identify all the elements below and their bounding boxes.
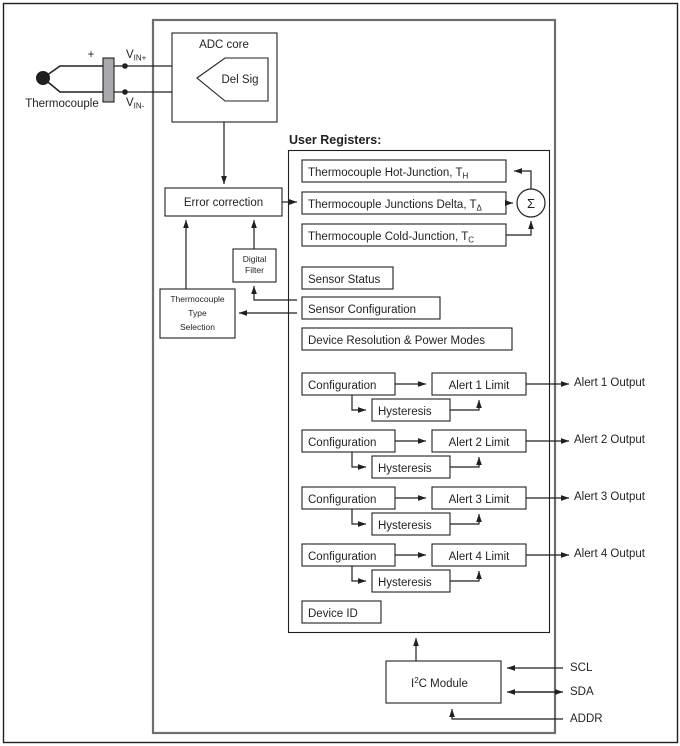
alert-4-hysteresis-to-limit-wire (450, 570, 482, 582)
alert-1-hysteresis-label: Hysteresis (378, 406, 432, 418)
alert-row-3: Configuration Alert 3 Limit Hysteresis A… (301, 486, 646, 536)
error-correction-box (164, 187, 283, 217)
device-boundary (151, 18, 557, 735)
device-id-label: Device ID (308, 608, 358, 620)
alert-2-hysteresis-label: Hysteresis (378, 463, 432, 475)
alert-1-config-to-hysteresis-wire (351, 395, 367, 413)
alert-3-configuration-label: Configuration (308, 494, 376, 506)
vin-minus-node-dot (122, 89, 128, 95)
alert-1-limit-label: Alert 1 Limit (449, 380, 511, 392)
alert-4-limit-label: Alert 4 Limit (449, 551, 511, 563)
control-registers-group: Sensor Status Sensor Configuration Devic… (301, 266, 513, 351)
alert-2-output-label: Alert 2 Output (574, 434, 646, 446)
alert-4-hysteresis-label: Hysteresis (378, 577, 432, 589)
register-device-resolution-box[interactable] (301, 327, 513, 351)
digital-filter-box (232, 248, 277, 283)
register-sensor-configuration-label: Sensor Configuration (308, 304, 416, 316)
device-id-group: Device ID (301, 600, 382, 624)
vin-plus-node-dot (122, 63, 128, 69)
thermocouple-type-selection-group: Thermocouple Type Selection (159, 219, 297, 339)
alert-row-2: Configuration Alert 2 Limit Hysteresis A… (301, 429, 646, 479)
alert-row-1: Configuration Alert 1 Limit Hysteresis A… (301, 372, 646, 422)
thermocouple-label: Thermocouple (25, 98, 99, 110)
thermocouple-negative-wire (42, 77, 104, 93)
digital-filter-label-line1: Digital (243, 254, 267, 264)
user-registers-heading: User Registers: (289, 133, 381, 147)
register-hot-junction-label: Thermocouple Hot-Junction, TH (308, 167, 468, 181)
sum-to-hot-junction-wire (513, 168, 532, 189)
alert-3-limit-label: Alert 3 Limit (449, 494, 511, 506)
delta-sigma-shape (196, 57, 269, 102)
alert-row-4: Configuration Alert 4 Limit Hysteresis A… (301, 543, 646, 593)
register-hot-junction-box[interactable] (301, 159, 507, 183)
i2c-module-label: I2C Module (411, 676, 468, 690)
temperature-registers-group: Thermocouple Hot-Junction, TH Thermocoup… (301, 159, 546, 247)
alert-3-hysteresis-label: Hysteresis (378, 520, 432, 532)
error-correction-label: Error correction (184, 197, 263, 209)
device-id-box[interactable] (301, 600, 382, 624)
alert-4-config-to-hysteresis-wire (351, 566, 367, 584)
register-device-resolution-label: Device Resolution & Power Modes (308, 335, 485, 347)
alert-2-limit-label: Alert 2 Limit (449, 437, 511, 449)
adc-core-title: ADC core (199, 39, 249, 51)
alert-1-output-label: Alert 1 Output (574, 377, 646, 389)
addr-pin-label: ADDR (570, 713, 603, 725)
user-registers-container (287, 149, 551, 634)
tc-type-label-line2: Type (188, 308, 207, 318)
digital-filter-group: Digital Filter (232, 219, 297, 301)
addr-wire (449, 708, 563, 720)
alert-3-hysteresis-to-limit-wire (450, 513, 482, 525)
error-correction-group: Error correction (164, 187, 298, 217)
sda-pin-label: SDA (570, 686, 594, 698)
polarity-plus-label: + (88, 49, 95, 61)
register-junctions-delta-label: Thermocouple Junctions Delta, TΔ (308, 199, 483, 213)
register-cold-junction-label: Thermocouple Cold-Junction, TC (308, 231, 474, 245)
alert-1-hysteresis-to-limit-wire (450, 399, 482, 411)
i2c-module-box[interactable] (385, 660, 502, 704)
alert-2-config-to-hysteresis-wire (351, 452, 367, 470)
connector-block (102, 57, 115, 103)
scl-pin-label: SCL (570, 662, 593, 674)
summing-node-symbol: Σ (527, 196, 535, 211)
tc-type-label-line1: Thermocouple (170, 294, 225, 304)
vin-plus-label: VIN+ (126, 49, 147, 63)
sensor-config-to-digital-filter-wire (251, 285, 297, 301)
cold-junction-to-sum-wire (506, 220, 534, 236)
adc-core-group: ADC core Del Sig (171, 32, 278, 185)
register-sensor-status-label: Sensor Status (308, 274, 380, 286)
alert-3-output-label: Alert 3 Output (574, 491, 646, 503)
register-sensor-configuration-box[interactable] (301, 296, 441, 320)
thermocouple-type-selection-box (159, 288, 236, 339)
delta-sigma-label: Del Sig (221, 74, 258, 86)
alert-2-configuration-label: Configuration (308, 437, 376, 449)
tc-type-label-line3: Selection (180, 322, 215, 332)
thermocouple-positive-wire (42, 65, 104, 79)
alert-4-configuration-label: Configuration (308, 551, 376, 563)
alert-2-hysteresis-to-limit-wire (450, 456, 482, 468)
register-sensor-status-box[interactable] (301, 266, 394, 290)
alert-4-output-label: Alert 4 Output (574, 548, 646, 560)
digital-filter-label-line2: Filter (245, 265, 264, 275)
alert-1-configuration-label: Configuration (308, 380, 376, 392)
alert-3-config-to-hysteresis-wire (351, 509, 367, 527)
thermocouple-input-group: Thermocouple + VIN+ VIN- (25, 49, 225, 111)
vin-minus-label: VIN- (126, 97, 145, 111)
i2c-module-group: I2C Module SCL SDA ADDR (385, 637, 603, 725)
